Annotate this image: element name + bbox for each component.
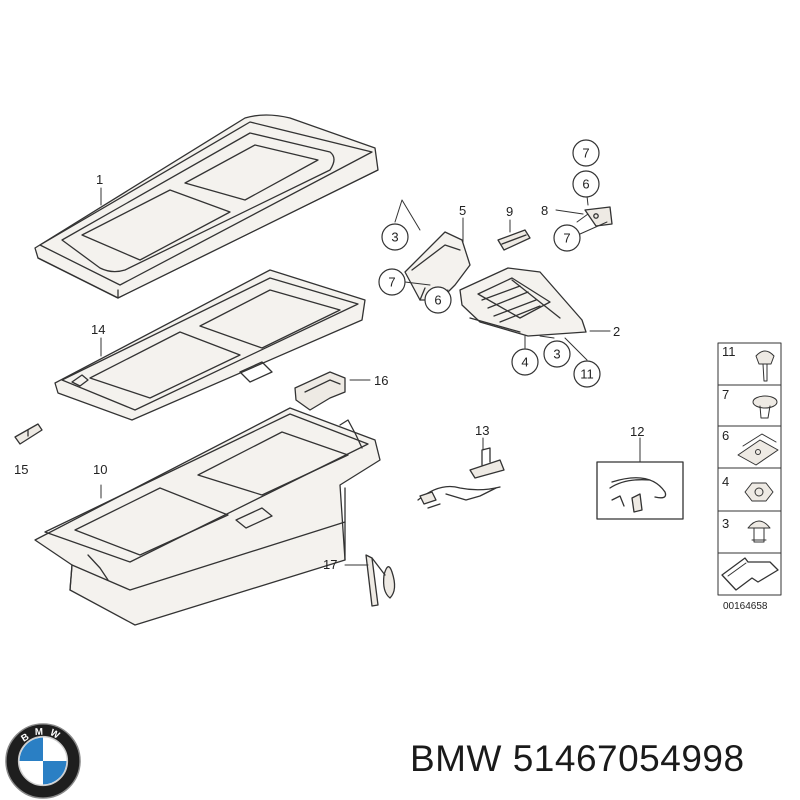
fastener-part-15 xyxy=(14,423,43,445)
callout-12: 12 xyxy=(630,424,644,439)
screw-icon xyxy=(752,395,778,419)
bmw-logo-icon: BMW xyxy=(5,723,81,799)
shelf-panel-part-14 xyxy=(54,269,366,421)
part-number-caption: BMW 51467054998 xyxy=(410,738,795,790)
callout-9: 9 xyxy=(506,204,513,219)
callout-2: 2 xyxy=(613,324,620,339)
parcel-shelf-part-1 xyxy=(34,114,379,299)
arrow-icon xyxy=(721,557,779,591)
callout-15: 15 xyxy=(14,462,28,477)
callout-13: 13 xyxy=(475,423,489,438)
rivet-icon xyxy=(747,520,771,543)
callout-circles xyxy=(378,139,601,388)
diagram-code: 00164658 xyxy=(723,601,768,612)
circled-callout-3: 3 xyxy=(553,347,560,362)
circled-callout-11: 11 xyxy=(580,367,594,382)
callout-labels: 1 14 16 15 10 17 13 12 5 9 8 2 xyxy=(14,172,644,572)
circled-callout-4: 4 xyxy=(521,355,528,370)
legend-labels: 11 7 6 4 3 xyxy=(722,344,736,531)
circled-callout-labels: 3 7 6 7 6 7 4 3 11 xyxy=(388,146,593,382)
callout-16: 16 xyxy=(374,373,388,388)
callout-5: 5 xyxy=(459,203,466,218)
wiring-bracket-part-13 xyxy=(417,447,505,509)
trim-cover-part-5 xyxy=(404,231,471,301)
circled-callout-7: 7 xyxy=(582,146,589,161)
part-number: 51467054998 xyxy=(512,738,745,779)
legend-panel xyxy=(717,342,782,596)
callout-8: 8 xyxy=(541,203,548,218)
clip-inset-part-12 xyxy=(596,461,684,520)
brand-name: BMW xyxy=(410,738,502,779)
circled-callout-6: 6 xyxy=(582,177,589,192)
callout-17: 17 xyxy=(323,557,337,572)
circled-callout-7: 7 xyxy=(388,275,395,290)
handle-part-16 xyxy=(294,371,346,411)
callout-1: 1 xyxy=(96,172,103,187)
legend-label: 11 xyxy=(722,344,736,359)
shelf-assembly-part-10 xyxy=(34,407,381,626)
circled-callout-7: 7 xyxy=(563,231,570,246)
push-pin-icon xyxy=(755,350,775,382)
circled-callout-6: 6 xyxy=(434,293,441,308)
legend-label: 3 xyxy=(722,516,729,531)
callout-10: 10 xyxy=(93,462,107,477)
cable-part-17 xyxy=(365,554,396,607)
legend-label: 4 xyxy=(722,474,729,489)
clip-nut-icon xyxy=(737,433,779,466)
callout-14: 14 xyxy=(91,322,105,337)
nut-icon xyxy=(744,482,774,502)
insert-part-9 xyxy=(497,229,531,251)
bracket-part-8 xyxy=(584,206,613,227)
side-trim-part-2 xyxy=(459,267,587,337)
legend-label: 7 xyxy=(722,387,729,402)
circled-callout-3: 3 xyxy=(391,230,398,245)
legend-label: 6 xyxy=(722,428,729,443)
